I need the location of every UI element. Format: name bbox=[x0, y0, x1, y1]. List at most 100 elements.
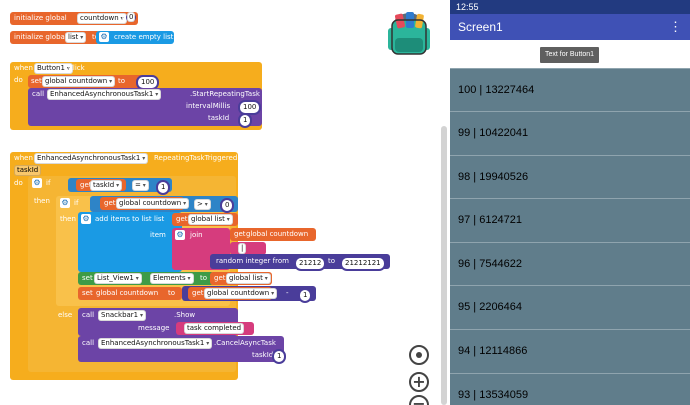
button-component-field[interactable]: Button1 bbox=[34, 63, 73, 74]
if-label: if bbox=[74, 199, 79, 207]
separator-text-block[interactable]: | bbox=[230, 242, 266, 255]
app-bar: Screen1 ⋮ bbox=[450, 14, 690, 40]
snackbar-show-block[interactable]: call Snackbar1 .Show message bbox=[78, 308, 238, 336]
get-label: get bbox=[192, 289, 204, 297]
init-keyword: initialize global bbox=[14, 14, 67, 22]
start-repeating-task-block[interactable]: call EnhancedAsynchronousTask1 .StartRep… bbox=[28, 88, 262, 128]
method-label: .StartRepeatingTask bbox=[190, 90, 260, 98]
gear-icon[interactable]: ⚙ bbox=[60, 198, 70, 208]
gt-operator[interactable]: > bbox=[194, 199, 211, 210]
get-countdown-block[interactable]: get global countdown bbox=[100, 197, 190, 210]
get-label: get bbox=[176, 215, 188, 223]
separator-value[interactable]: | bbox=[238, 243, 247, 254]
zoom-in-button[interactable]: + bbox=[409, 372, 429, 392]
list-label: list bbox=[154, 215, 165, 223]
get-var-label: global countdown bbox=[246, 230, 309, 238]
listview-field[interactable]: List_View1 bbox=[94, 273, 142, 284]
list-item[interactable]: 93 | 13534059 bbox=[450, 373, 690, 405]
taskid-param[interactable]: taskId bbox=[14, 165, 42, 176]
set-label: set bbox=[82, 274, 93, 282]
gear-icon[interactable]: ⚙ bbox=[99, 32, 109, 42]
event-label: RepeatingTaskTriggered bbox=[154, 154, 238, 162]
call-label: call bbox=[82, 339, 95, 347]
to-label: to bbox=[119, 14, 127, 22]
to-label: to bbox=[168, 289, 176, 297]
set-countdown-block[interactable]: set global countdown to bbox=[28, 75, 156, 88]
var-name-field[interactable]: list bbox=[65, 32, 87, 43]
elements-field[interactable]: Elements bbox=[150, 273, 194, 284]
status-time: 12:55 bbox=[456, 2, 479, 12]
task-component-field[interactable]: EnhancedAsynchronousTask1 bbox=[34, 153, 149, 164]
random-integer-block[interactable]: random integer from 21212 to 21212121 bbox=[210, 254, 390, 271]
to-label: to bbox=[118, 77, 126, 85]
phone-preview: 12:55 Screen1 ⋮ Text for Button1 100 | 1… bbox=[450, 0, 690, 405]
random-from[interactable]: 21212 bbox=[294, 256, 327, 271]
list-item[interactable]: 95 | 2206464 bbox=[450, 285, 690, 328]
minus-value[interactable]: 1 bbox=[298, 288, 313, 303]
gear-icon[interactable]: ⚙ bbox=[175, 230, 185, 240]
get-label: get bbox=[80, 181, 92, 189]
list-item[interactable]: 100 | 13227464 bbox=[450, 68, 690, 111]
get-list-block-2[interactable]: get global list bbox=[210, 272, 272, 285]
message-value[interactable]: task completed bbox=[184, 323, 245, 334]
cancel-task-block[interactable]: call EnhancedAsynchronousTask1 .CancelAs… bbox=[78, 336, 287, 364]
number-input[interactable]: 0 bbox=[126, 12, 137, 22]
set-label: set bbox=[31, 77, 42, 85]
create-empty-list-block[interactable]: ⚙ create empty list bbox=[96, 31, 174, 44]
blocks-workspace[interactable]: initialize global countdown to 0 initial… bbox=[0, 0, 450, 405]
set-var-label: global countdown bbox=[96, 289, 159, 297]
list-item[interactable]: 94 | 12114866 bbox=[450, 329, 690, 372]
then-label: then bbox=[34, 197, 50, 205]
backpack-icon[interactable] bbox=[384, 8, 434, 60]
gear-icon[interactable]: ⚙ bbox=[32, 178, 42, 188]
get-label: get bbox=[214, 274, 226, 282]
join-get-countdown-block[interactable]: get global countdown bbox=[230, 228, 316, 241]
var-name-field[interactable]: countdown bbox=[77, 13, 127, 24]
snackbar-field[interactable]: Snackbar1 bbox=[98, 310, 147, 321]
number-value[interactable]: 0 bbox=[127, 12, 136, 22]
when-label: when bbox=[14, 154, 33, 162]
button1[interactable]: Text for Button1 bbox=[540, 47, 599, 63]
set-var-field[interactable]: global countdown bbox=[42, 76, 116, 87]
target-icon[interactable] bbox=[409, 345, 429, 365]
get-countdown-block-2[interactable]: get global countdown bbox=[188, 287, 278, 300]
random-label: random integer from bbox=[216, 257, 289, 265]
minus-operator: - bbox=[286, 289, 289, 297]
init-countdown-block[interactable]: initialize global countdown to 0 bbox=[10, 12, 138, 25]
message-text-block[interactable]: task completed bbox=[176, 322, 254, 335]
get-list-block[interactable]: get global list bbox=[172, 213, 238, 226]
list-view[interactable]: 100 | 13227464 99 | 10422041 98 | 199405… bbox=[450, 68, 690, 405]
task-component-field[interactable]: EnhancedAsynchronousTask1 bbox=[47, 89, 162, 100]
workspace-scrollbar[interactable] bbox=[441, 126, 447, 405]
get-var-field[interactable]: global countdown bbox=[204, 288, 278, 299]
gt-value[interactable]: 0 bbox=[220, 198, 235, 213]
random-to-label: to bbox=[328, 257, 336, 265]
random-to[interactable]: 21212121 bbox=[340, 256, 386, 271]
get-var-field[interactable]: global countdown bbox=[116, 198, 190, 209]
get-var-field[interactable]: global list bbox=[226, 273, 271, 284]
init-list-block[interactable]: initialize global list to bbox=[10, 31, 100, 44]
set-label: set bbox=[82, 289, 93, 297]
taskid-value[interactable]: 1 bbox=[272, 349, 287, 364]
list-item[interactable]: 98 | 19940526 bbox=[450, 155, 690, 198]
list-item[interactable]: 99 | 10422041 bbox=[450, 111, 690, 154]
eq-value[interactable]: 1 bbox=[156, 180, 171, 195]
menu-icon[interactable]: ⋮ bbox=[669, 19, 682, 34]
list-item[interactable]: 97 | 6124721 bbox=[450, 198, 690, 241]
set-countdown-block-2[interactable]: set global countdown to bbox=[78, 287, 182, 300]
set-listview-block[interactable]: set List_View1 Elements to bbox=[78, 272, 214, 285]
item-label: item bbox=[150, 231, 166, 239]
zoom-out-button[interactable]: − bbox=[409, 395, 429, 405]
create-empty-list-label: create empty list bbox=[114, 33, 174, 41]
gear-icon[interactable]: ⚙ bbox=[81, 214, 91, 224]
add-items-block[interactable]: ⚙ add items to list list item bbox=[78, 212, 182, 272]
get-taskid-block[interactable]: get taskId bbox=[76, 179, 126, 191]
list-item[interactable]: 96 | 7544622 bbox=[450, 242, 690, 285]
get-var-field[interactable]: global list bbox=[188, 214, 233, 225]
get-var-field[interactable]: taskId bbox=[90, 180, 123, 191]
when-label: when bbox=[14, 64, 33, 72]
eq-operator[interactable]: = bbox=[132, 180, 149, 191]
task-component-field[interactable]: EnhancedAsynchronousTask1 bbox=[98, 338, 213, 349]
taskid-value[interactable]: 1 bbox=[238, 113, 253, 128]
to-label: to bbox=[200, 274, 208, 282]
